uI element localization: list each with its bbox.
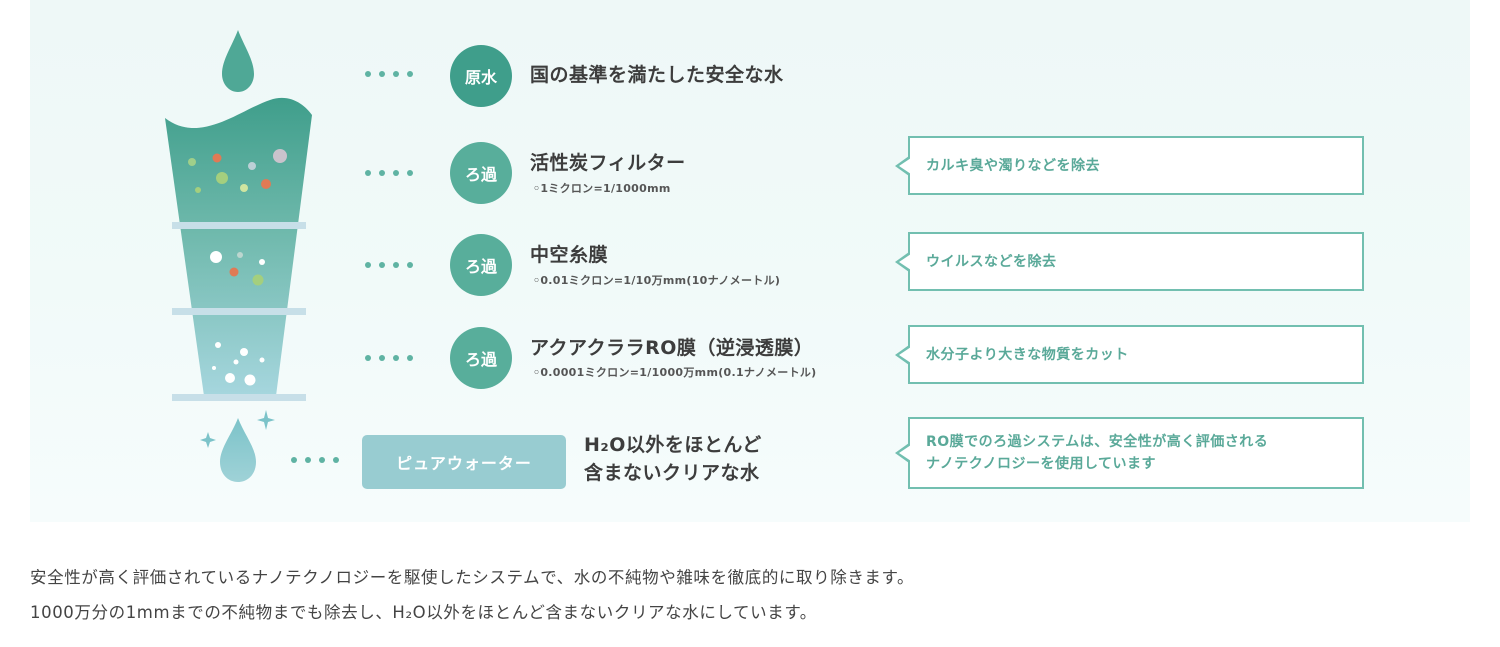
callout-box: 水分子より大きな物質をカット	[895, 325, 1364, 384]
step-subtitle: ◦0.01ミクロン=1/10万mm(10ナノメートル)	[533, 274, 781, 287]
sparkle-icon	[200, 432, 216, 448]
filter-layer-line	[172, 394, 306, 401]
dot-leader	[365, 262, 413, 268]
filter-illustration	[165, 30, 312, 482]
callout-text: カルキ臭や濁りなどを除去	[926, 157, 1100, 174]
filter-cup	[165, 97, 312, 397]
step-subtitle: ◦0.0001ミクロン=1/1000万mm(0.1ナノメートル)	[533, 366, 817, 379]
sparkle-icon	[257, 410, 275, 430]
callout-text: RO膜でのろ過システムは、安全性が高く評価される	[926, 434, 1269, 450]
pure-water-description: H₂O以外をほとんど 含まないクリアな水	[584, 431, 762, 487]
water-drop-icon	[220, 418, 256, 482]
pure-water-line: H₂O以外をほとんど	[584, 434, 762, 456]
dot-leader	[291, 457, 339, 463]
description-line: 安全性が高く評価されているナノテクノロジーを駆使したシステムで、水の不純物や雑味…	[30, 568, 915, 587]
callout-box: カルキ臭や濁りなどを除去	[895, 136, 1364, 195]
step-title: 国の基準を満たした安全な水	[530, 64, 784, 86]
water-drop-icon	[222, 30, 254, 92]
callout-text: ウイルスなどを除去	[926, 253, 1057, 270]
description-text: 安全性が高く評価されているナノテクノロジーを駆使したシステムで、水の不純物や雑味…	[30, 560, 914, 630]
pure-water-line: 含まないクリアな水	[584, 462, 760, 484]
step-badge-filter: ろ過	[450, 142, 512, 204]
callout-text: 水分子より大きな物質をカット	[926, 346, 1129, 363]
dot-leader	[365, 71, 413, 77]
step-title: 中空糸膜	[530, 244, 609, 266]
dot-leader	[365, 170, 413, 176]
step-badge-filter: ろ過	[450, 234, 512, 296]
step-subtitle: ◦1ミクロン=1/1000mm	[533, 182, 671, 195]
callout-box: RO膜でのろ過システムは、安全性が高く評価される ナノテクノロジーを使用していま…	[895, 417, 1364, 489]
callout-box: ウイルスなどを除去	[895, 232, 1364, 291]
dot-leader	[365, 355, 413, 361]
step-badge-raw-water: 原水	[450, 45, 512, 107]
callout-text: ナノテクノロジーを使用しています	[926, 456, 1157, 472]
pure-water-label: ピュアウォーター	[362, 435, 566, 489]
step-title: アクアクララRO膜（逆浸透膜）	[530, 337, 814, 359]
description-line: 1000万分の1mmまでの不純物までも除去し、H₂O以外をほとんど含まないクリア…	[30, 603, 817, 622]
filter-layer-line	[172, 308, 306, 315]
filter-layer-line	[172, 222, 306, 229]
step-title: 活性炭フィルター	[530, 152, 686, 174]
step-badge-filter: ろ過	[450, 327, 512, 389]
